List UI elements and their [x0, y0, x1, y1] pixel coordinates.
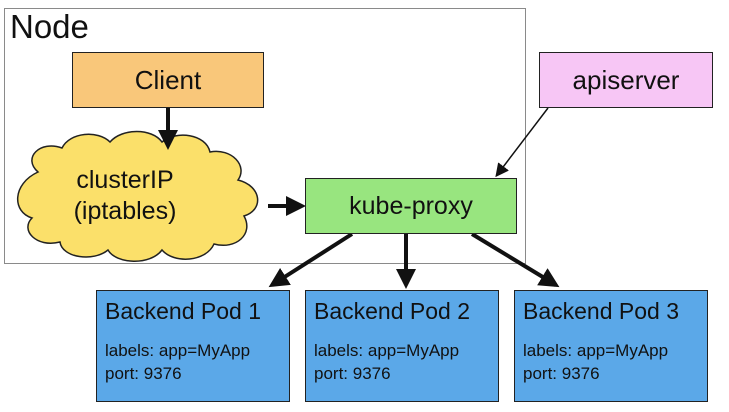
- pod-title: Backend Pod 2: [314, 298, 471, 324]
- cluster-ip-line1: clusterIP: [76, 166, 174, 194]
- node-title: Node: [10, 8, 89, 45]
- backend-pod-1: Backend Pod 1 labels: app=MyApp port: 93…: [96, 290, 290, 402]
- backend-pod-3: Backend Pod 3 labels: app=MyApp port: 93…: [514, 290, 708, 402]
- kube-proxy-label: kube-proxy: [349, 191, 473, 220]
- pod-title: Backend Pod 1: [105, 298, 262, 324]
- apiserver-box: apiserver: [539, 52, 713, 108]
- cluster-ip-label: clusterIP (iptables): [40, 165, 210, 227]
- pod-labels: labels: app=MyApp: [105, 341, 251, 360]
- pod-title: Backend Pod 3: [523, 298, 680, 324]
- cluster-ip-line2: (iptables): [73, 197, 177, 225]
- node-frame: [4, 8, 526, 264]
- arrow-kubeproxy-to-pod3: [470, 232, 560, 288]
- client-label: Client: [134, 64, 202, 95]
- pod-port: port: 9376: [314, 364, 391, 383]
- apiserver-label: apiserver: [572, 64, 680, 95]
- pod-labels: labels: app=MyApp: [523, 341, 669, 360]
- arrow-apiserver-to-kubeproxy: [495, 107, 549, 178]
- cluster-ip-cloud: [16, 130, 259, 262]
- pod-port: port: 9376: [523, 364, 600, 383]
- arrow-kubeproxy-to-pod1: [268, 232, 354, 288]
- pod-labels: labels: app=MyApp: [314, 341, 460, 360]
- backend-pod-2: Backend Pod 2 labels: app=MyApp port: 93…: [305, 290, 499, 402]
- pod-port: port: 9376: [105, 364, 182, 383]
- client-box: Client: [72, 52, 264, 108]
- kube-proxy-box: kube-proxy: [305, 178, 517, 234]
